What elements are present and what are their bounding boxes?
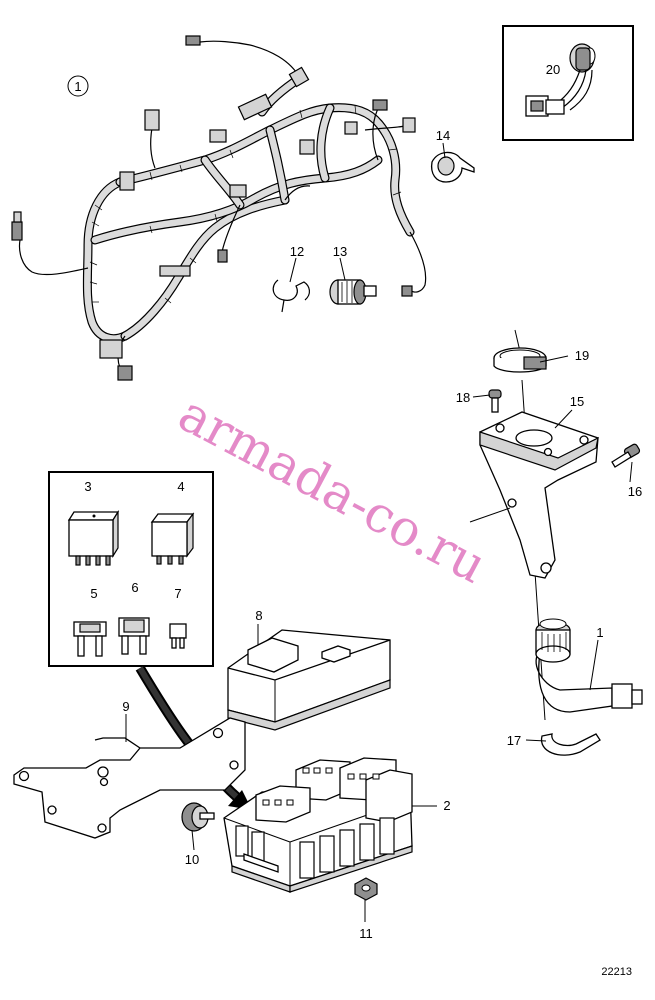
relay-3 <box>67 509 120 566</box>
relay-fuse-inset <box>48 471 214 667</box>
callout-2: 2 <box>443 798 450 813</box>
bracket-15 <box>479 411 599 579</box>
cable-clip-12 <box>272 279 310 313</box>
drawing-reference-number: 22213 <box>601 966 632 978</box>
callout-8: 8 <box>255 608 262 623</box>
callout-20: 20 <box>546 62 560 77</box>
mounting-bracket-9 <box>13 717 246 839</box>
callout-14: 14 <box>436 128 450 143</box>
relay-4 <box>150 512 195 565</box>
callout-7: 7 <box>174 586 181 601</box>
callout-6: 6 <box>131 580 138 595</box>
fuse-relay-box-2 <box>223 757 413 893</box>
fuse-5 <box>73 621 107 657</box>
fuse-7 <box>169 623 187 649</box>
fuse-box-cover-8 <box>227 629 391 731</box>
bolt-16 <box>611 443 641 468</box>
callout-10: 10 <box>185 852 199 867</box>
sensor-13 <box>329 279 377 305</box>
rubber-bushing-10 <box>181 802 215 832</box>
hose-clamp-19 <box>493 347 547 373</box>
nut-11 <box>354 877 378 901</box>
callout-16: 16 <box>628 484 642 499</box>
callout-1-right: 1 <box>596 625 603 640</box>
bracket-assembly <box>479 329 643 756</box>
callout-1: 1 <box>74 79 81 94</box>
watermark-text: armada-co.ru <box>169 384 495 594</box>
fuse-6 <box>118 617 150 655</box>
wiring-harness <box>11 35 427 381</box>
callout-5: 5 <box>90 586 97 601</box>
callout-12: 12 <box>290 244 304 259</box>
callout-19: 19 <box>575 348 589 363</box>
callout-3: 3 <box>84 479 91 494</box>
callout-18: 18 <box>456 390 470 405</box>
callout-leaders <box>125 142 633 922</box>
callout-labels: 1 12 13 14 20 19 18 15 16 1 17 3 4 5 6 7… <box>67 62 642 941</box>
p-clip-14 <box>430 151 475 183</box>
retaining-clip-17 <box>541 733 601 756</box>
part-20-inset <box>502 25 634 141</box>
callout-15: 15 <box>570 394 584 409</box>
callout-17: 17 <box>507 733 521 748</box>
callout-9: 9 <box>122 699 129 714</box>
callout-13: 13 <box>333 244 347 259</box>
connector-socket-1 <box>535 618 643 713</box>
callout-11: 11 <box>359 926 373 941</box>
callout-4: 4 <box>177 479 184 494</box>
bolt-18 <box>488 389 502 413</box>
